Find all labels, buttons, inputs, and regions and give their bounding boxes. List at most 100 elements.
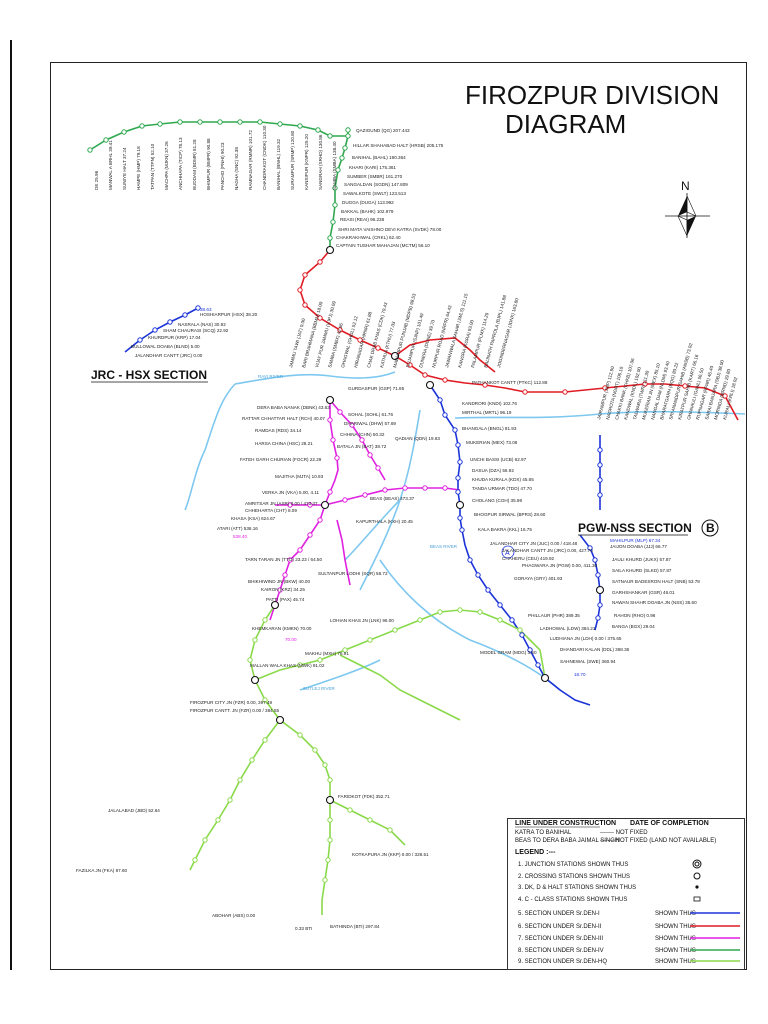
station-dot-67 [597,462,603,468]
label-sangaldan: SANGALDAN (SGDN) 147.809 [344,182,408,187]
station-dot-78 [327,489,333,495]
station-dot-54 [485,587,491,593]
label-mahilpur: MAHILPUR (MLP) 67.34 [610,538,661,543]
station-dot-60 [587,545,593,551]
label-harsa: HARSA CHINA (HSC) 28.21 [255,441,313,446]
station-dot-75 [327,417,333,423]
hill-label-7: BUDDAM (BDMR) 81.28 [192,139,197,190]
station-dot-89 [375,465,381,471]
hill-label-14: SURAMPUR (SRMP) 120.80 [290,130,295,190]
label-pathankot: PATHANKOT CANTT (PTKC) 112.88 [472,380,548,385]
legend-box [507,818,745,970]
station-dot-123 [367,637,373,643]
station-dot-92 [382,487,388,493]
station-dot-52 [467,557,473,563]
label-bathinda: BATHINDA (BTI) 297.84 [330,924,380,929]
station-dot-61 [592,557,598,563]
station-dot-111 [249,757,255,763]
map-frame [50,62,747,970]
river-label-sutlej: SUTLEJ RIVER [303,686,336,691]
label-chheharta: CHHEHARTA (CHT) 8.09 [245,508,297,513]
label-goraya: GORAYA (GRY) 401.93 [514,576,563,581]
station-dot-11 [103,137,109,143]
label-saila: SAILA KHURD (SLKD) 57.87 [612,568,672,573]
label-jalandhar: JALANDHAR CITY JN (JUC) 0.00 / 418.48 [490,541,578,546]
junction-icon-3 [320,500,330,510]
station-dot-40 [682,383,688,389]
station-dot-15 [177,119,183,125]
marker-b-icon: B [701,519,719,537]
station-dot-36 [522,389,528,395]
river-label-ravi: RAVI RIVER [258,374,284,379]
station-dot-90 [342,497,348,503]
label-chaheru: CHAHERU (CEU) 419.92 [502,556,555,561]
label-khasa: KHASA (KSA) 624.67 [231,516,276,521]
station-dot-44 [452,427,458,433]
station-dot-97 [307,502,313,508]
label-atari: ATARI (ATT) 536.16 [217,526,258,531]
label-banga: BANGA (BGX) 29.04 [612,624,655,629]
label-jalalabad: JALALABAD (JBD) 52.64 [108,808,160,813]
hill-label-16: SANGRAH (SRHD) 130.86 [318,134,323,190]
station-dot-6 [339,155,345,161]
label-km-bti: 0.33 BTI [295,926,312,931]
label-kalabakra: KALA BAKRA (KKL) 16.75 [478,527,532,532]
label-dasua: DASUA (DZA) 56.92 [472,468,514,473]
station-dot-80 [307,532,313,538]
label-firozpurcantt: FIROZPUR CANTT. JN (FZR) 0.00 / 384.55 [190,708,280,713]
station-dot-48 [455,489,461,495]
station-dot-46 [457,459,463,465]
station-dot-108 [325,857,331,863]
station-dot-69 [597,492,603,498]
label-beas: BEAS (BEAS) 473.37 [370,496,415,501]
hill-label-4: TATPAN (TTPN) 52.10 [150,143,155,190]
label-ramdas: RAMDAS (RDS) 34.14 [255,428,302,433]
station-dot-116 [192,857,198,863]
junction-icon-2 [325,395,335,405]
label-cholang: CHOLANG (CGH) 35.98 [472,498,522,503]
label-ludhiana: LUDHIANA JN (LDH) 0.00 / 375.65 [550,636,622,641]
station-dot-86 [349,422,355,428]
label-batala: BATALA JN (BAT) 38.72 [337,444,387,449]
station-dot-93 [402,485,408,491]
station-dot-72 [167,319,173,325]
station-dot-35 [482,382,488,388]
jammu-label-12: JAWANWALA SAHAR (JWLS) 111.15 [444,292,469,368]
station-dot-38 [602,385,608,391]
label-bhangala: BHANGALA (BNGL) 81.93 [462,426,517,431]
label-jrc2: JALANDHAR CANTT JN (JRC) 0.00, 427.70 [502,548,593,553]
label-kharbhura: KHUDA KURALA (KDX) 45.65 [472,477,534,482]
station-dot-22 [315,127,321,133]
hill-label-10: NAGHA (SNC) 92.38 [234,147,239,190]
junction-icon-11 [425,380,435,390]
station-dot-100 [247,657,253,663]
station-labels: QAZIGUND (QG) 207.443 HILLAR SHAHABAD HA… [76,128,700,931]
junction-icon-6 [275,715,285,725]
station-dot-85 [337,409,343,415]
label-kapurthala: KAPURTHALA (KXH) 20.45 [356,519,413,524]
station-dot-71 [152,327,158,333]
label-dugga: DUGGA (DUGA) 113.992 [342,200,394,205]
station-dot-25 [302,272,308,278]
station-dot-10 [87,147,93,153]
station-dot-19 [257,119,263,125]
station-dot-95 [442,485,448,491]
label-mukerian: MUKERIAN (MEX) 73.06 [466,440,518,445]
station-dot-104 [322,762,328,768]
station-dot-42 [437,397,443,403]
station-dot-20 [277,121,283,127]
label-bakkal: BAKKAL (BAHK) 102.979 [341,209,394,214]
station-dot-34 [442,377,448,383]
label-fatehgarh: FATEH GARH CHURIAN (FGCR) 22.29 [240,457,322,462]
station-dot-23 [327,133,333,139]
hill-label-9: PANCHO (PNHI) 90.23 [220,142,225,190]
hill-label-8: BHIMPUR (BMPR) 90.88 [206,138,211,190]
label-km-tt: 70.00 [285,637,297,642]
label-verka: VERKA JN (VKA) 5.00, 4.11 [262,490,320,495]
north-arrow-icon: N [665,179,710,238]
label-banihal: BANIHAL (BAHL) 190.364 [352,155,406,160]
rivers [184,371,746,691]
station-dot-103 [312,747,318,753]
label-tanda: TANDA URMAR (TDO) 47.70 [472,486,532,491]
hill-label-2: SUNIYE HALT 37.24 [122,147,127,190]
